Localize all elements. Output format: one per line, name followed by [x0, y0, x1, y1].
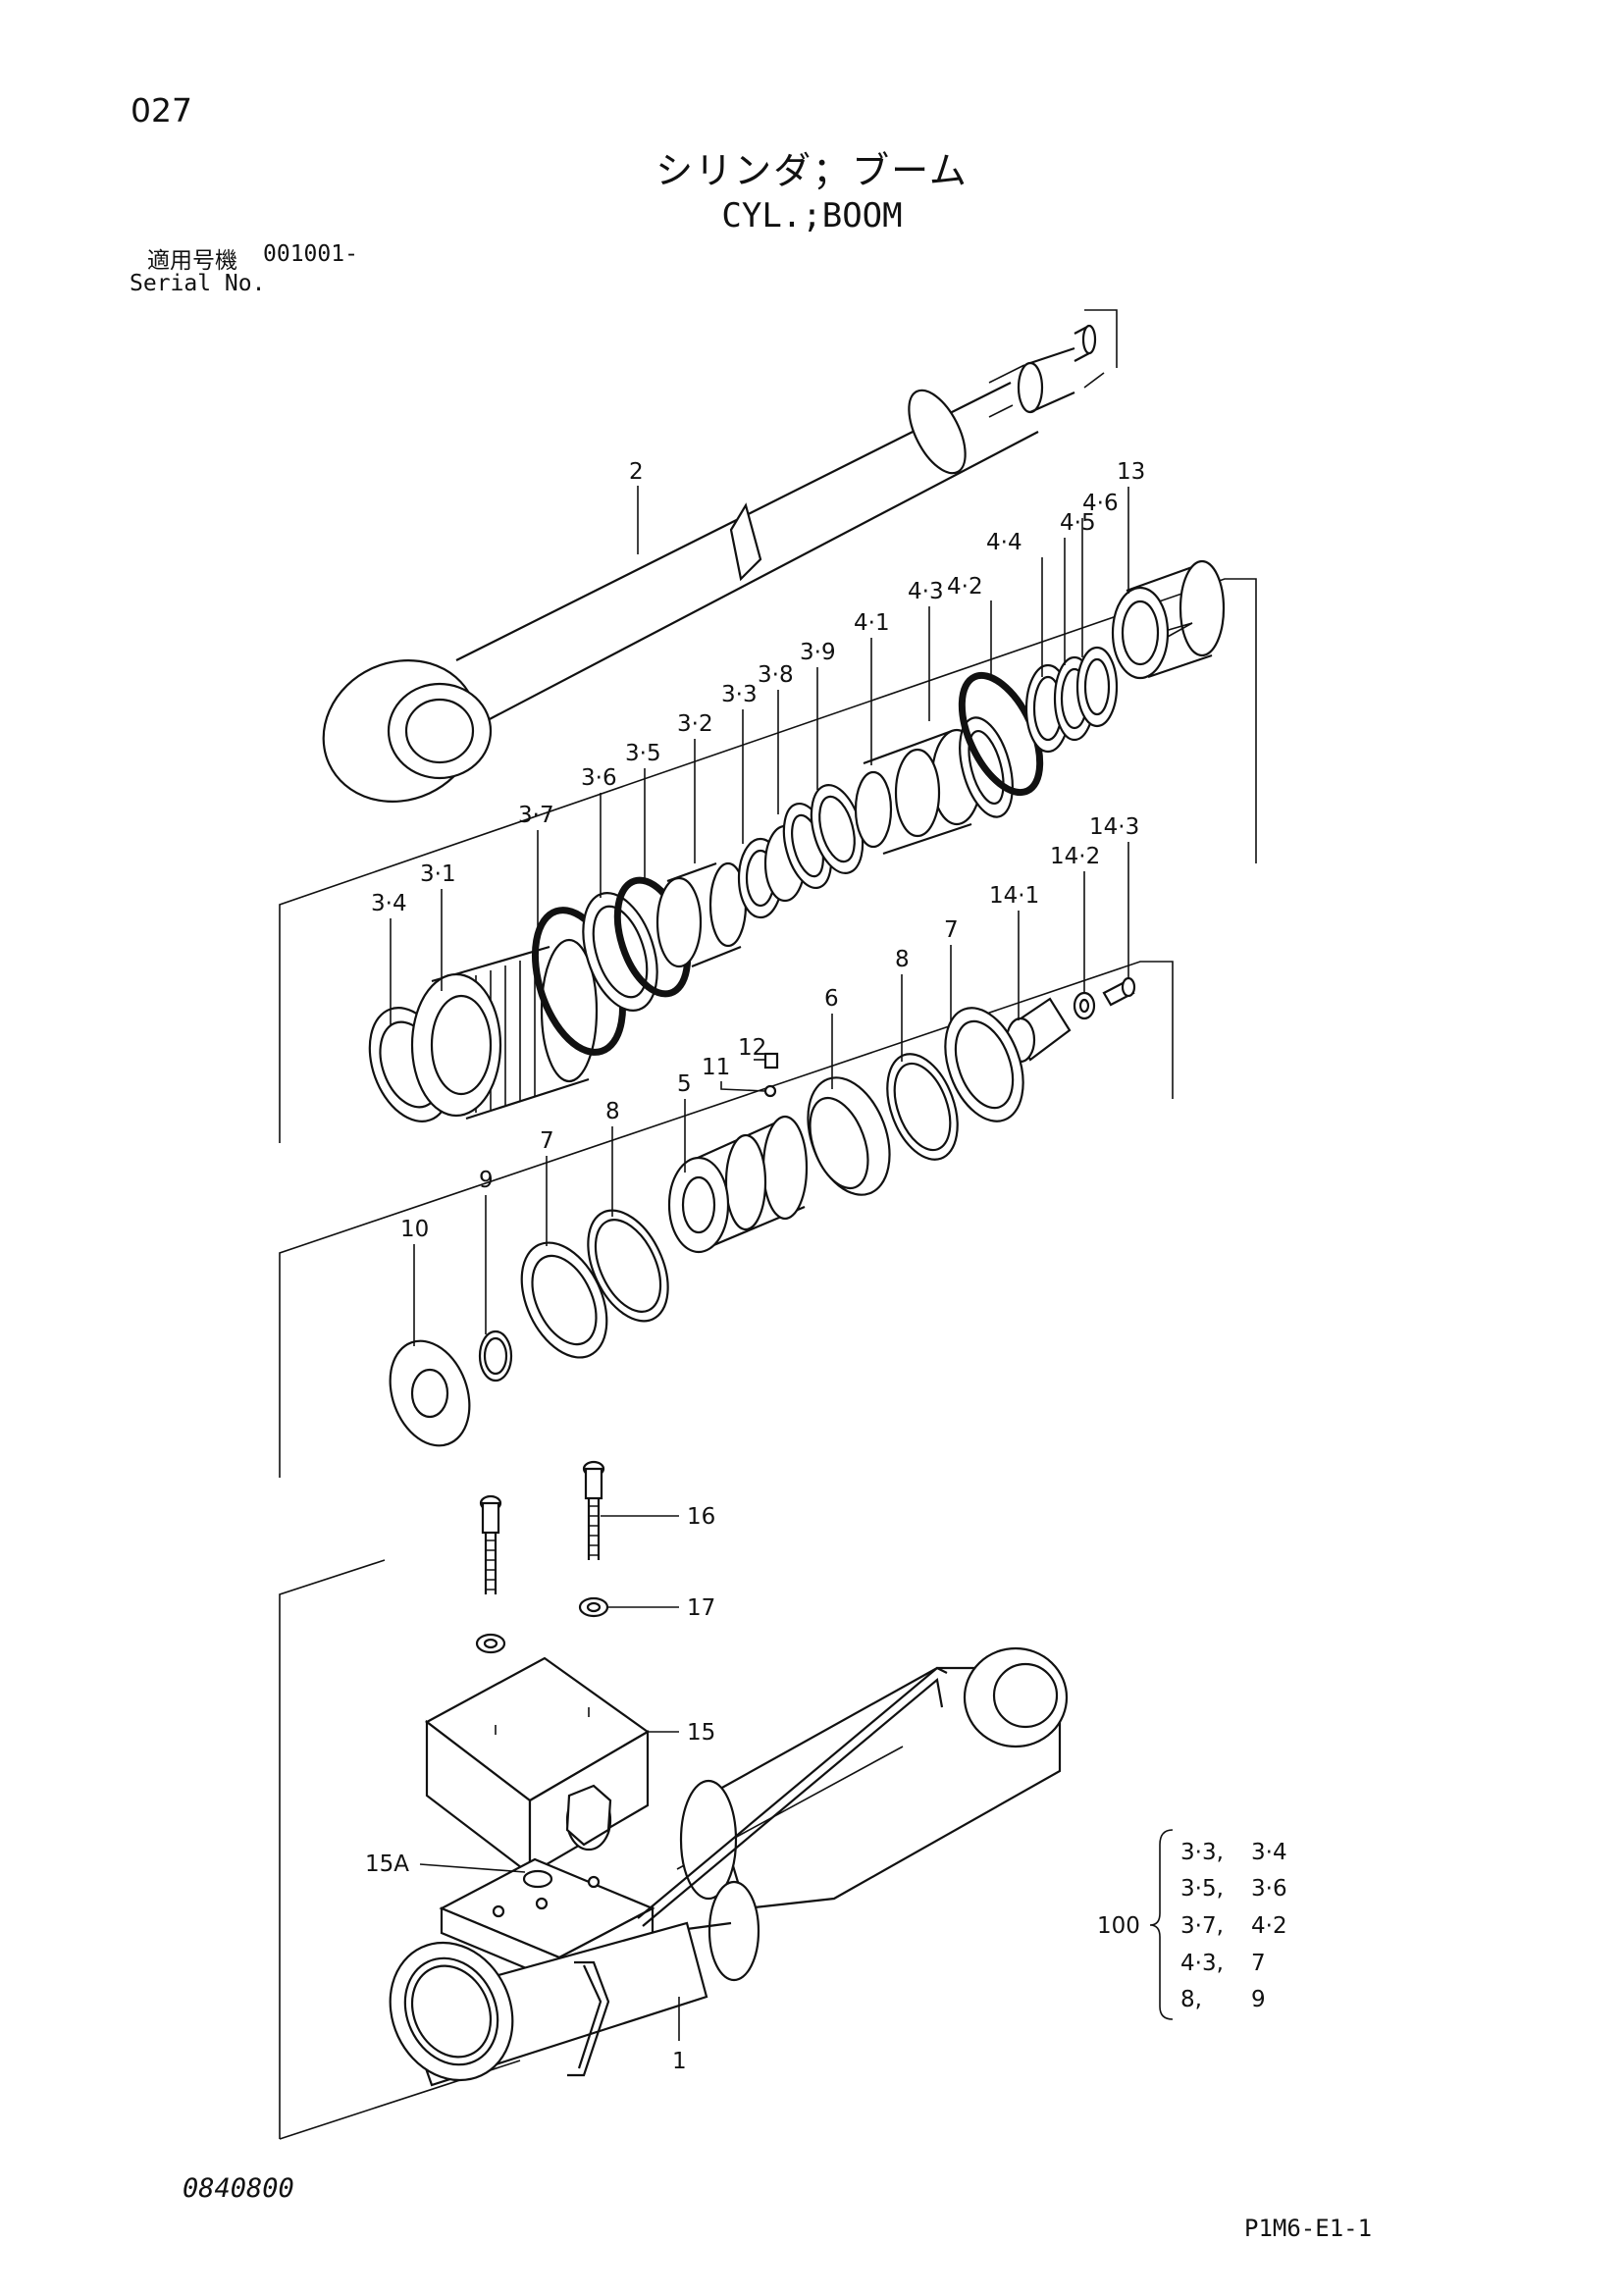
serial-label-japanese: 適用号機 — [147, 248, 237, 274]
part-cylinder-tube-1 — [389, 1646, 1069, 2087]
part-ball-11 — [763, 1084, 777, 1098]
kit-row-3-a: 3·7, — [1180, 1913, 1224, 1939]
callouts-piston-group: 4·6 4·5 4·4 4·2 4·3 4·1 3·9 3·8 3·3 3·2 … — [371, 491, 1119, 1025]
part-piston-5 — [667, 1115, 809, 1254]
kit-row-4-a: 4·3, — [1180, 1951, 1224, 1976]
part-o-ring-9 — [478, 1330, 513, 1382]
label-4-4: 4·4 — [986, 530, 1022, 555]
part-o-ring-8-lower — [587, 1209, 669, 1323]
callouts-tube-group: 16 17 15 15A 1 — [365, 1504, 715, 2074]
serial-label-english: Serial No. — [130, 271, 266, 296]
callouts-head-group: 14·3 14·2 14·1 7 8 6 12 11 5 8 7 9 10 — [400, 814, 1139, 1346]
part-washer-14-2 — [1073, 991, 1096, 1020]
callout-2: 2 — [629, 459, 644, 554]
label-3-5: 3·5 — [625, 741, 661, 766]
label-15: 15 — [687, 1720, 715, 1746]
title-japanese: シリンダ；ブーム — [655, 149, 969, 192]
label-2: 2 — [629, 459, 644, 485]
kit-row-4-b: 7 — [1251, 1951, 1266, 1976]
label-8-lower: 8 — [605, 1099, 620, 1124]
label-14-1: 14·1 — [989, 883, 1039, 909]
kit-row-5-a: 8, — [1180, 1987, 1202, 2012]
part-o-ring-8-upper — [886, 1053, 959, 1161]
part-gland-3-1 — [410, 938, 599, 1121]
label-5: 5 — [677, 1071, 692, 1097]
label-9: 9 — [479, 1168, 494, 1193]
frame-rod-group — [1083, 309, 1118, 389]
label-3-9: 3·9 — [800, 640, 836, 665]
label-13: 13 — [1117, 459, 1145, 485]
frame-head-group — [279, 961, 1174, 1478]
part-piston-rod — [322, 324, 1097, 803]
part-valve-block-15 — [424, 1656, 651, 1877]
part-bushing-13 — [1111, 559, 1226, 680]
label-3-7: 3·7 — [518, 803, 554, 828]
title-english: CYL.;BOOM — [721, 196, 903, 235]
part-screw-14-3 — [1102, 976, 1136, 1007]
label-6: 6 — [824, 986, 839, 1012]
label-3-6: 3·6 — [581, 765, 617, 791]
label-7-upper: 7 — [944, 917, 959, 943]
part-washers-17 — [475, 1596, 609, 1654]
part-bushing-3-2 — [655, 861, 748, 968]
kit-row-1-a: 3·3, — [1180, 1840, 1224, 1865]
label-4-6: 4·6 — [1082, 491, 1119, 516]
kit-row-1-b: 3·4 — [1251, 1840, 1287, 1865]
label-14-2: 14·2 — [1050, 844, 1100, 869]
kit-row-2-a: 3·5, — [1180, 1876, 1224, 1902]
part-backup-ring-3-8 — [782, 803, 833, 889]
label-17: 17 — [687, 1595, 715, 1621]
label-3-3: 3·3 — [721, 682, 758, 707]
drawing-number: 0840800 — [183, 2173, 294, 2204]
callout-13: 13 — [1117, 459, 1145, 594]
part-screw-12 — [763, 1052, 779, 1069]
label-16: 16 — [687, 1504, 715, 1530]
label-15A: 15A — [365, 1852, 409, 1877]
label-4-2: 4·2 — [947, 574, 983, 600]
label-11: 11 — [702, 1055, 730, 1080]
part-piston-4-1 — [854, 728, 983, 856]
label-4-3: 4·3 — [908, 579, 944, 604]
serial-number-value: 001001- — [263, 241, 358, 267]
label-12: 12 — [738, 1035, 766, 1061]
kit-row-3-b: 4·2 — [1251, 1913, 1287, 1939]
part-backup-ring-7-lower — [520, 1241, 608, 1359]
part-collar-6 — [807, 1076, 891, 1196]
label-1: 1 — [672, 2049, 687, 2074]
part-socket-bolts-16 — [479, 1460, 605, 1594]
label-3-4: 3·4 — [371, 891, 407, 916]
page-number: 027 — [131, 91, 192, 130]
label-14-3: 14·3 — [1089, 814, 1139, 840]
label-100: 100 — [1097, 1913, 1140, 1939]
label-4-1: 4·1 — [854, 610, 890, 636]
part-cushion-10 — [389, 1339, 471, 1447]
kit-row-2-b: 3·6 — [1251, 1876, 1287, 1902]
label-10: 10 — [400, 1217, 429, 1242]
part-dust-wiper-3-9 — [810, 784, 864, 874]
page-code: P1M6-E1-1 — [1244, 2215, 1373, 2242]
label-3-1: 3·1 — [420, 861, 456, 887]
frame-piston-group — [279, 578, 1257, 1143]
label-3-8: 3·8 — [758, 662, 794, 688]
label-8-upper: 8 — [895, 947, 910, 972]
label-3-2: 3·2 — [677, 711, 713, 737]
label-7-lower: 7 — [540, 1128, 554, 1154]
part-ring-4-6 — [1075, 646, 1119, 728]
label-4-5: 4·5 — [1060, 510, 1096, 536]
seal-kit-100: 100 3·3, 3·4 3·5, 3·6 3·7, 4·2 4·3, 7 8,… — [1097, 1829, 1287, 2020]
part-backup-ring-7-upper — [944, 1007, 1024, 1122]
kit-row-5-b: 9 — [1251, 1987, 1266, 2012]
